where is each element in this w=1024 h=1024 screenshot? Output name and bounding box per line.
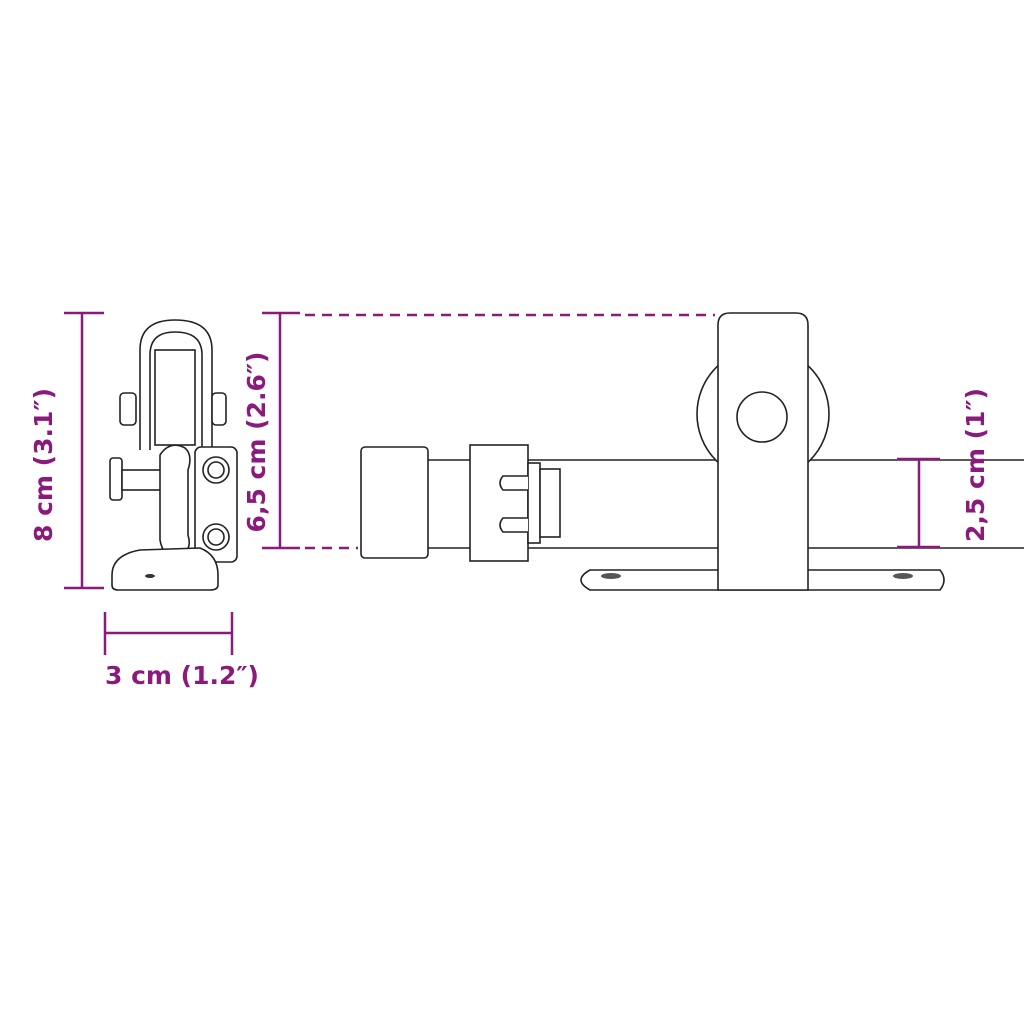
side-view-roller [109, 319, 238, 591]
dimension-lines [64, 311, 940, 655]
label-height-rail: 6,5 cm (2.6″) [242, 352, 271, 533]
label-rail-height: 2,5 cm (1″) [961, 388, 990, 542]
label-height-total: 8 cm (3.1″) [29, 388, 58, 542]
front-view-track [360, 312, 1024, 591]
label-width: 3 cm (1.2″) [105, 661, 259, 690]
